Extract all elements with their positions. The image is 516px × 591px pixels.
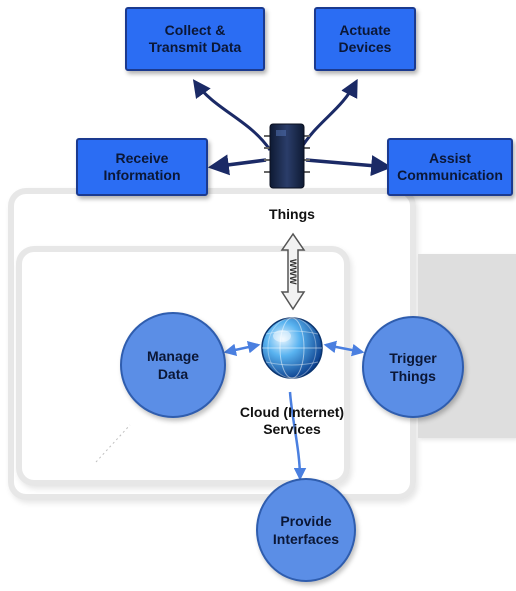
actuate-line-1: Actuate <box>339 22 391 38</box>
cloud-services-label: Cloud (Internet) Services <box>232 404 352 438</box>
receive-line-1: Receive <box>115 150 169 166</box>
collect-line-1: Collect & <box>164 22 226 38</box>
collect-line-2: Transmit Data <box>148 39 242 55</box>
assist-line-2: Communication <box>397 167 503 183</box>
things-label: Things <box>269 206 315 222</box>
arrow-manage <box>223 341 261 356</box>
dashed-decoration <box>95 424 131 463</box>
arrow-to-assist <box>305 155 393 177</box>
trigger-line-2: Things <box>390 368 436 384</box>
receive-line-2: Information <box>103 167 181 183</box>
trigger-line-1: Trigger <box>389 350 437 366</box>
assist-line-1: Assist <box>428 150 472 166</box>
arrow-to-receive <box>207 154 267 176</box>
provide-line-1: Provide <box>280 513 332 529</box>
manage-line-2: Data <box>157 366 189 382</box>
collect-transmit-data-box: Collect &Transmit Data <box>125 7 265 71</box>
actuate-line-2: Devices <box>338 39 392 55</box>
inner-frame <box>16 246 350 486</box>
cloud-line-1: Cloud (Internet) <box>239 404 345 420</box>
provide-line-2: Interfaces <box>272 531 340 547</box>
arrow-provide <box>288 391 307 481</box>
chip-icon <box>264 123 310 189</box>
arrow-trigger <box>323 340 365 357</box>
www-label: WWW <box>288 259 298 285</box>
manage-line-1: Manage <box>146 348 200 364</box>
globe-icon <box>261 317 323 379</box>
cloud-line-2: Services <box>263 421 321 437</box>
arrow-to-collect <box>192 79 272 151</box>
www-double-arrow <box>280 232 306 311</box>
arrow-to-actuate <box>298 78 358 151</box>
